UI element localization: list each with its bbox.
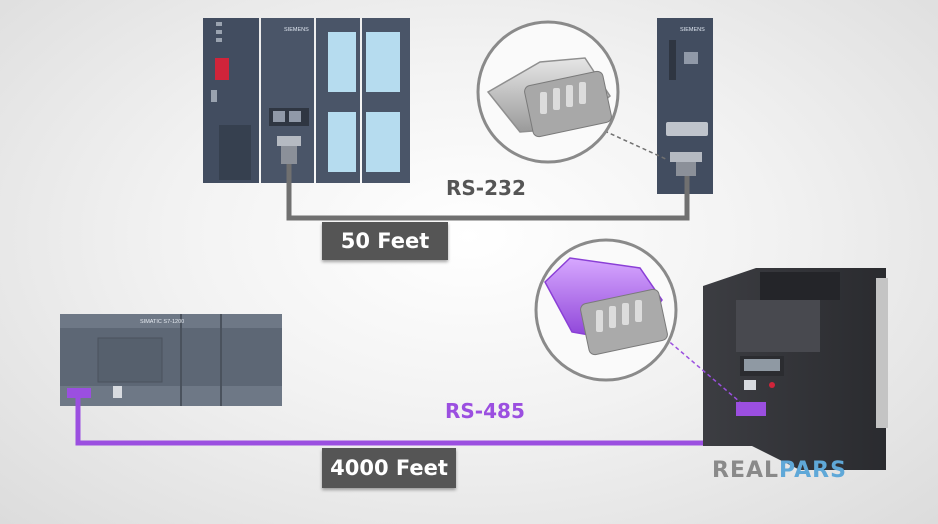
s7-1200-label: SIMATIC S7-1200 — [140, 319, 184, 325]
plc-s7-1200: SIMATIC S7-1200 — [60, 314, 282, 406]
rs485-label: RS-485 — [445, 399, 525, 423]
plc-rs485-connector — [67, 388, 91, 398]
comm-module-top: SIEMENS — [657, 18, 713, 194]
rs232-cable — [286, 164, 690, 221]
rs232-callout-line — [597, 127, 669, 161]
variable-frequency-drive — [703, 268, 888, 470]
power-supply-indicator — [215, 58, 229, 80]
siemens-logo-right: SIEMENS — [680, 27, 705, 33]
comm-serial-connector — [670, 152, 702, 162]
distance-tag-rs232: 50 Feet — [322, 222, 448, 260]
rs485-connector-magnifier — [534, 238, 678, 382]
rs232-connector-magnifier — [476, 20, 620, 164]
plc-s7-300-rack: SIEMENS — [203, 18, 410, 183]
rs485-callout-line — [664, 337, 741, 403]
siemens-logo-top: SIEMENS — [284, 27, 309, 33]
vfd-rs485-connector — [736, 402, 766, 416]
realpars-logo-part1: REAL — [712, 458, 780, 483]
realpars-logo: REALPARS — [712, 458, 847, 483]
distance-tag-rs485: 4000 Feet — [322, 448, 456, 488]
realpars-logo-part2: PARS — [779, 458, 847, 483]
cpu-serial-connector — [277, 136, 301, 146]
rs232-label: RS-232 — [446, 176, 526, 200]
